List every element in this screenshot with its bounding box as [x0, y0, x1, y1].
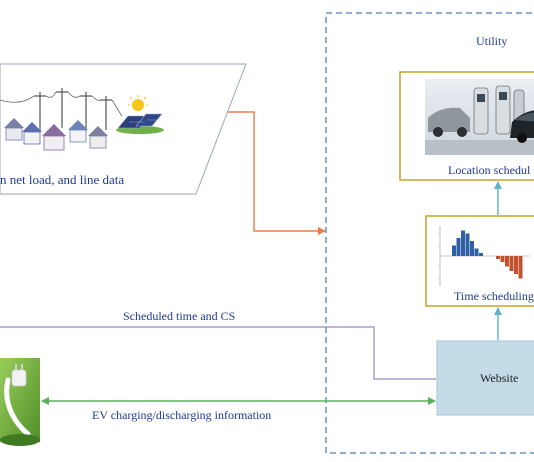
sun-icon: [128, 95, 148, 111]
scheduled-time-label: Scheduled time and CS: [123, 309, 235, 323]
chart-bar-negative-2: [505, 256, 509, 267]
ev-info-label: EV charging/discharging information: [92, 408, 271, 422]
chart-bar-positive-3: [465, 233, 470, 256]
chart-bar-positive-5: [474, 248, 479, 256]
house-icon: [4, 118, 108, 151]
power-line-icon: [0, 88, 123, 132]
chart-bar-negative-4: [514, 256, 518, 274]
grid-illustration: [0, 88, 164, 151]
chart-bar-negative-1: [500, 256, 505, 262]
plug-icon: [0, 364, 40, 446]
chart-bar-positive-4: [470, 241, 474, 256]
electric-car-icon: [428, 107, 534, 143]
chart-bar-negative-3: [509, 256, 514, 271]
website-box: [436, 340, 534, 416]
chart-bar-positive-2: [461, 230, 465, 256]
utility-title: Utility: [476, 34, 508, 48]
scheduled-time-line: [0, 326, 436, 380]
chart-bar-positive-6: [479, 253, 483, 256]
chart-bar-negative-0: [496, 256, 500, 259]
time-scheduling-label: Time scheduling: [454, 289, 534, 303]
utility-boundary: [325, 12, 534, 454]
grid-data-label: n net load, and line data: [0, 172, 125, 187]
chart-bar-negative-5: [518, 256, 523, 279]
website-label: Website: [480, 371, 518, 385]
solar-panel-icon: [116, 113, 164, 134]
grid-data-arrow: [228, 111, 326, 235]
ev-charging-photo: [425, 79, 534, 155]
location-scheduling-label: Location schedul: [448, 163, 531, 177]
chart-bar-positive-1: [456, 238, 461, 256]
chart-bar-positive-0: [452, 245, 456, 256]
plug-image: [0, 358, 40, 446]
time-scheduling-chart: [437, 226, 530, 286]
